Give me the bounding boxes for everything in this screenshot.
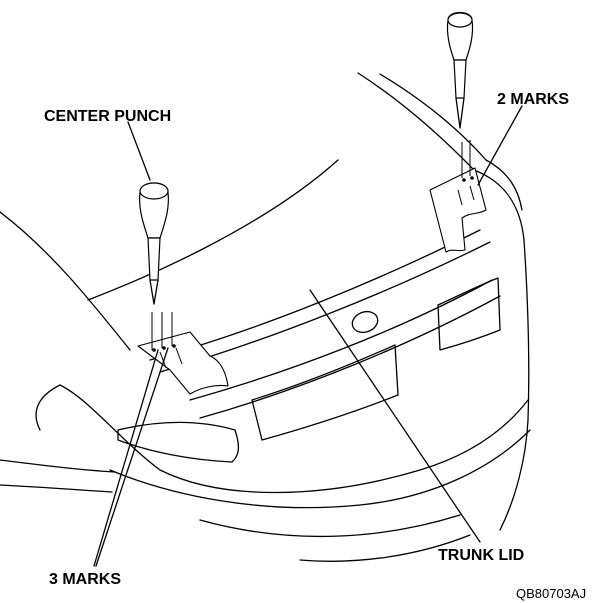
right-tape [429, 167, 487, 253]
leader-three-marks-b [95, 347, 169, 567]
left-mark-indicators [151, 312, 176, 352]
leader-three-marks-a [93, 349, 159, 567]
leader-lines [93, 105, 523, 567]
car-body-outline [0, 72, 531, 562]
left-center-punch [139, 182, 169, 305]
label-trunk-lid: TRUNK LID [438, 547, 524, 564]
right-mark-indicators [461, 140, 474, 182]
right-center-punch [446, 11, 474, 129]
leader-center-punch [127, 121, 151, 181]
label-center-punch: CENTER PUNCH [44, 108, 171, 125]
label-two-marks: 2 MARKS [497, 91, 569, 108]
left-tape [137, 331, 229, 395]
label-three-marks: 3 MARKS [49, 571, 121, 588]
leader-two-marks [477, 105, 523, 186]
leader-trunk-lid [309, 289, 481, 543]
figure-code: QB80703AJ [516, 586, 586, 601]
